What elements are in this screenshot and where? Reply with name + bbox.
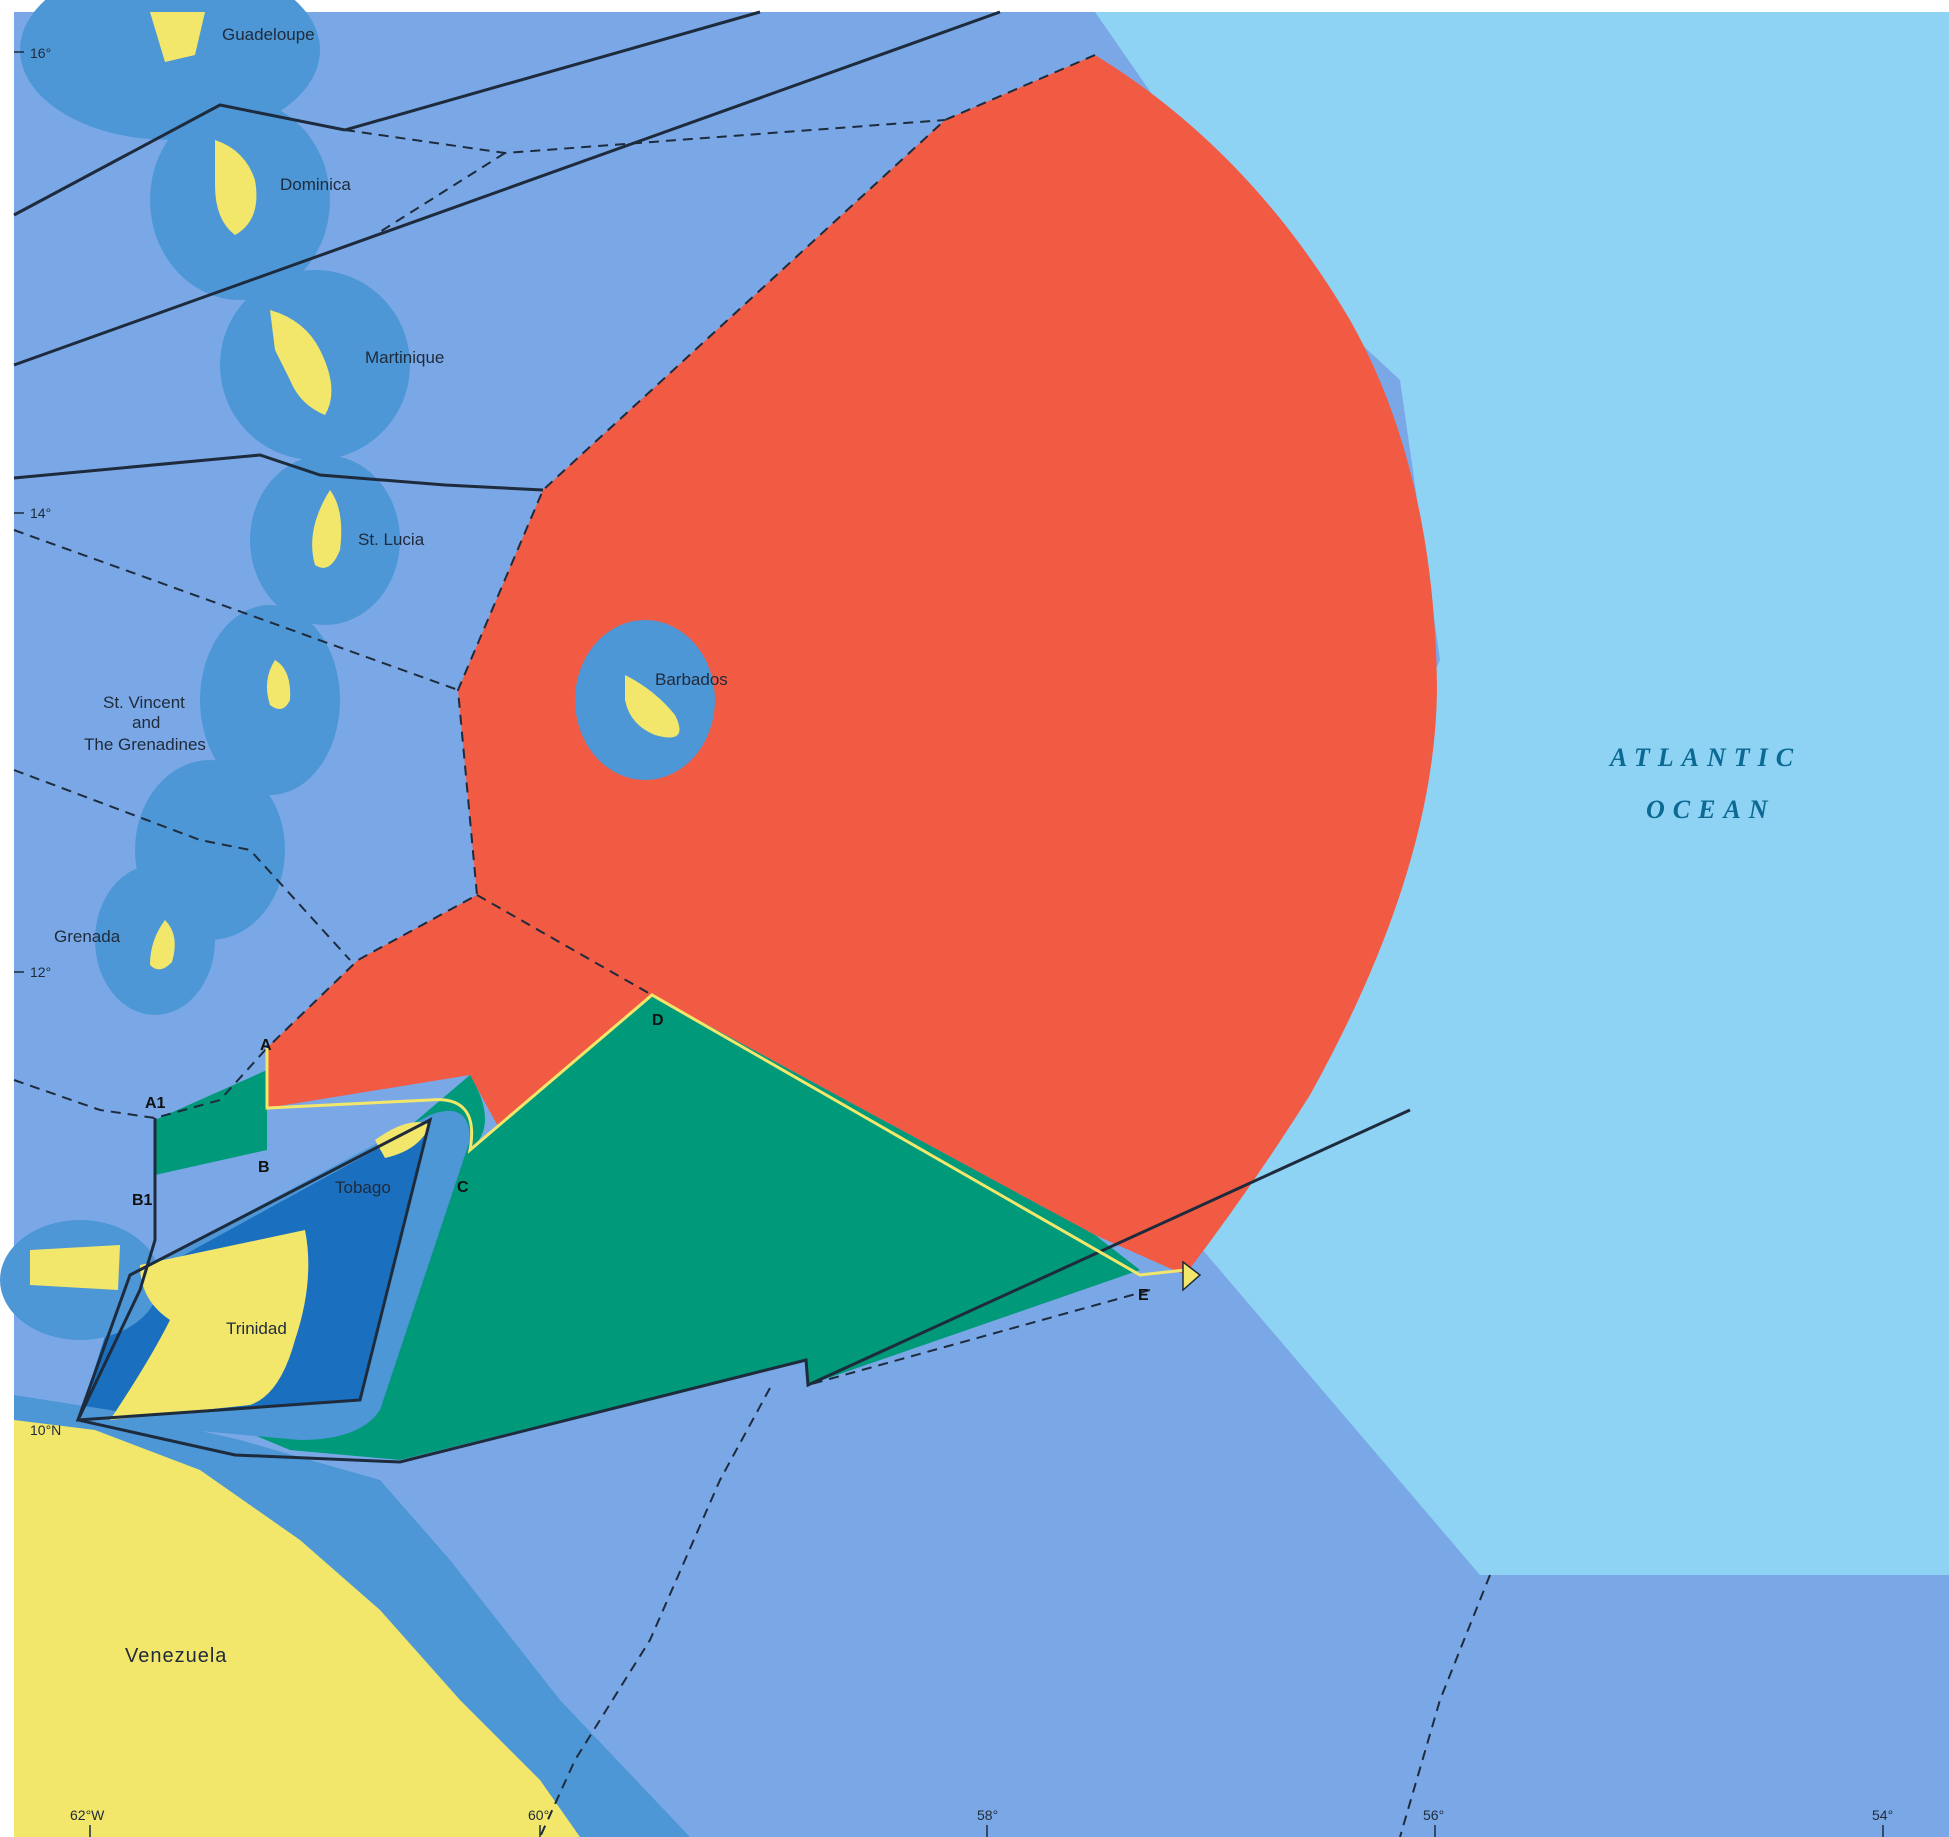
label-barbados: Barbados — [655, 670, 728, 689]
point-e: E — [1138, 1287, 1149, 1304]
label-trinidad: Trinidad — [226, 1319, 287, 1338]
guadeloupe-island — [150, 12, 205, 62]
islands — [30, 12, 680, 1420]
lat-10: 10°N — [30, 1422, 61, 1438]
venezuela-land — [14, 1420, 580, 1837]
lon-58: 58° — [977, 1807, 998, 1823]
label-st-vincent-2: and — [132, 713, 160, 732]
label-dominica: Dominica — [280, 175, 351, 194]
tobago-island — [375, 1122, 430, 1158]
trinidad-island — [110, 1230, 309, 1420]
point-a1: A1 — [145, 1095, 166, 1112]
label-st-lucia: St. Lucia — [358, 530, 425, 549]
joint-zone-outline — [265, 993, 1186, 1277]
label-venezuela: Venezuela — [125, 1645, 227, 1667]
point-a: A — [260, 1037, 272, 1054]
label-grenada: Grenada — [54, 927, 121, 946]
lat-14: 14° — [30, 505, 51, 521]
trinidad-west-island — [30, 1245, 120, 1290]
grenada-island — [150, 920, 175, 970]
dominica-island — [215, 140, 257, 235]
dashed-boundaries — [13, 54, 1491, 1837]
graticule-ticks — [14, 51, 1884, 1837]
lon-62: 62°W — [70, 1807, 105, 1823]
joint-zone-west — [155, 1070, 267, 1175]
barbados-eez — [267, 55, 1437, 1275]
point-d: D — [652, 1012, 664, 1029]
st-vincent-island — [266, 660, 291, 709]
boundary-lines — [13, 10, 1411, 1464]
lat-16: 16° — [30, 45, 51, 61]
label-guadeloupe: Guadeloupe — [222, 25, 315, 44]
label-martinique: Martinique — [365, 348, 444, 367]
atlantic-outer-water — [1095, 12, 1949, 1575]
point-c: C — [457, 1179, 469, 1196]
label-st-vincent-3: The Grenadines — [84, 735, 206, 754]
martinique-island — [270, 310, 332, 415]
label-st-vincent-1: St. Vincent — [103, 693, 185, 712]
ocean-label-line2: OCEAN — [1646, 795, 1776, 824]
lon-56: 56° — [1423, 1807, 1444, 1823]
point-e-marker — [1182, 1260, 1202, 1292]
st-lucia-island — [312, 490, 342, 568]
point-b1: B1 — [132, 1192, 153, 1209]
ocean-label-line1: ATLANTIC — [1608, 743, 1801, 772]
label-tobago: Tobago — [335, 1178, 391, 1197]
point-b: B — [258, 1159, 270, 1176]
lat-12: 12° — [30, 964, 51, 980]
barbados-island — [625, 675, 680, 738]
lon-54: 54° — [1872, 1807, 1893, 1823]
lon-60: 60° — [528, 1807, 549, 1823]
